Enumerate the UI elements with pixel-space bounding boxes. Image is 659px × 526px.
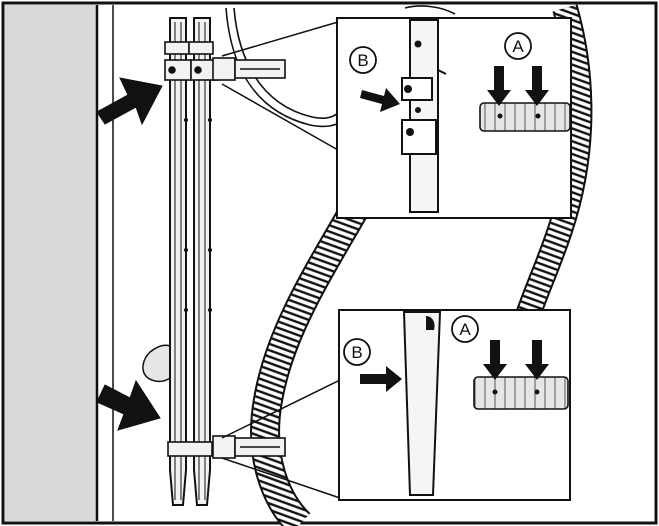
detail-panel-top: B A [337,18,571,218]
label-b-bottom: B [351,343,362,362]
rod-clip-top [165,42,217,80]
clip-strip-a-bottom [474,377,568,409]
label-a-bottom: A [459,320,471,339]
spray-arm-rod-right [194,18,210,505]
connector-top [213,58,285,80]
spray-arm-rod-left [170,18,186,505]
side-wall [5,5,97,521]
label-a-top: A [512,37,524,56]
detail-panel-bottom: B A [339,310,570,500]
label-b-top: B [357,51,368,70]
clip-strip-a-top [480,103,570,131]
